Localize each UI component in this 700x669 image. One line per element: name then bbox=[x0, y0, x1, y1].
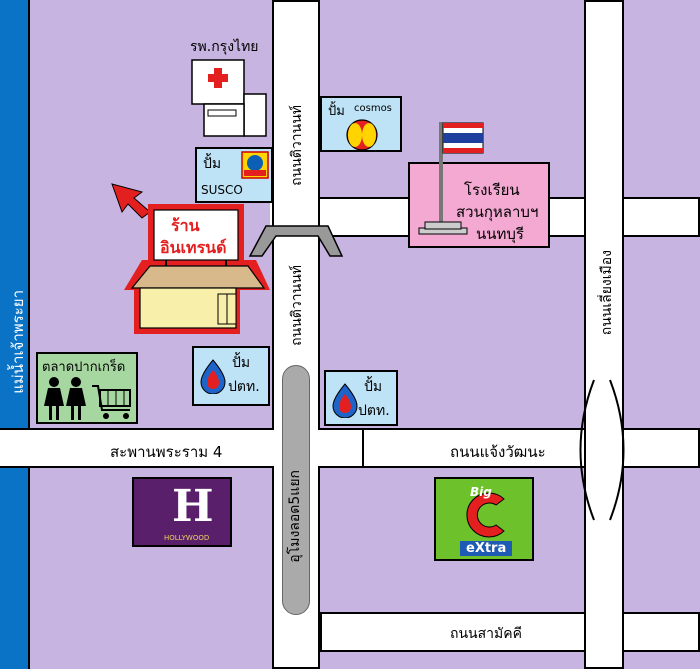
school-line1: โรงเรียน bbox=[464, 181, 520, 199]
hollywood: H HOLLYWOOD bbox=[132, 477, 232, 547]
bigc-big: Big bbox=[470, 485, 492, 499]
cosmos-title: ปั้ม bbox=[328, 104, 345, 119]
market-label: ตลาดปากเกร็ด bbox=[42, 360, 126, 375]
road-label-rama4-bridge: สะพานพระราม 4 bbox=[110, 443, 223, 461]
ptt-station-right: ปั้ม ปตท. bbox=[324, 370, 398, 426]
road-label-samakkhi: ถนนสามัคคี bbox=[450, 626, 522, 642]
river-label: แม่น้ำเจ้าพระยา bbox=[9, 290, 27, 394]
cosmos-station: ปั้ม cosmos bbox=[320, 96, 402, 152]
flyover-icon bbox=[248, 225, 344, 257]
school-line3: นนทบุรี bbox=[476, 225, 524, 243]
store-line1: ร้าน bbox=[171, 216, 200, 235]
bigc-c: C bbox=[484, 507, 485, 508]
cosmos-brand: cosmos bbox=[354, 103, 392, 114]
road-label-tiwanon-south: ถนนติวานนท์ bbox=[289, 265, 305, 346]
hollywood-letter: H bbox=[172, 481, 214, 532]
hospital-label: รพ.กรุงไทย bbox=[190, 39, 259, 55]
ptt-logo-icon bbox=[332, 383, 358, 418]
market-people-cart-icon bbox=[44, 377, 131, 420]
bridge-arc-icon bbox=[579, 379, 625, 521]
red-arrow-icon bbox=[111, 183, 151, 219]
ptt-right-line2: ปตท. bbox=[358, 403, 390, 419]
junction-fill-6 bbox=[586, 614, 622, 650]
susco-station: ปั้ม SUSCO bbox=[195, 147, 273, 203]
underpass-label: อุโมงลอด5แยก bbox=[287, 470, 303, 563]
junction-fill-3 bbox=[586, 199, 622, 235]
store-building-icon bbox=[124, 204, 270, 334]
bigc-extra: eXtra bbox=[460, 541, 513, 556]
road-lieng-mueang bbox=[584, 0, 624, 669]
cosmos-logo-icon bbox=[346, 119, 378, 151]
ptt-logo-icon bbox=[200, 359, 226, 394]
bigc-logo-icon bbox=[466, 492, 505, 538]
susco-title: ปั้ม bbox=[203, 156, 222, 172]
underpass-tunnel bbox=[282, 365, 310, 615]
road-label-tiwanon-north: ถนนติวานนท์ bbox=[289, 105, 305, 186]
hospital-building-icon bbox=[191, 59, 267, 137]
ptt-left-line2: ปตท. bbox=[228, 379, 260, 395]
road-samakkhi bbox=[320, 612, 700, 652]
ptt-station-left: ปั้ม ปตท. bbox=[192, 346, 270, 406]
thai-flag-icon bbox=[418, 122, 484, 235]
school-line2: สวนกุหลาบฯ bbox=[456, 203, 539, 221]
junction-fill-4 bbox=[586, 430, 622, 466]
susco-brand: SUSCO bbox=[201, 183, 243, 197]
store-line2: อินเทรนด์ bbox=[160, 238, 227, 257]
ptt-right-line1: ปั้ม bbox=[364, 379, 383, 395]
ptt-left-line1: ปั้ม bbox=[232, 355, 251, 371]
market: ตลาดปากเกร็ด bbox=[36, 352, 138, 424]
junction-fill-5 bbox=[274, 614, 318, 650]
river bbox=[0, 0, 30, 669]
bigc-extra: Big C eXtra bbox=[434, 477, 534, 561]
hollywood-text: HOLLYWOOD bbox=[162, 534, 212, 542]
susco-logo-icon bbox=[241, 151, 269, 179]
road-label-lieng-mueang: ถนนเลี่ยงเมือง bbox=[599, 250, 615, 336]
road-label-chaeng-watthana: ถนนแจ้งวัฒนะ bbox=[450, 443, 546, 461]
